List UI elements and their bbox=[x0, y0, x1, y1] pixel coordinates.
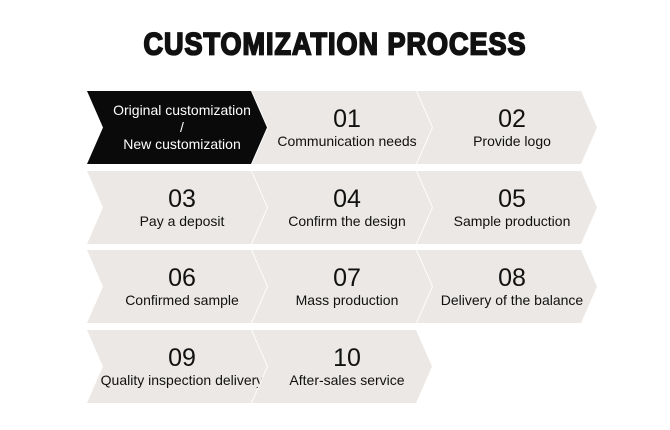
step-number: 02 bbox=[498, 104, 526, 133]
step-label: Sample production bbox=[453, 212, 571, 229]
step-number: 01 bbox=[333, 104, 361, 133]
step-number: 04 bbox=[333, 184, 361, 213]
step-label: Quality inspection delivery bbox=[100, 371, 264, 388]
step-label: Pay a deposit bbox=[139, 212, 225, 229]
step-number: 06 bbox=[168, 263, 196, 292]
start-line-2: / bbox=[180, 119, 184, 135]
start-line-3: New customization bbox=[123, 136, 241, 152]
step-number: 03 bbox=[168, 184, 196, 213]
step-label: Mass production bbox=[295, 291, 399, 308]
step-label: After-sales service bbox=[289, 371, 405, 388]
step-number: 07 bbox=[333, 263, 361, 292]
step-label: Confirmed sample bbox=[125, 291, 239, 308]
step-number: 05 bbox=[498, 184, 526, 213]
start-step: Original customization / New customizati… bbox=[87, 91, 267, 164]
step-label: Confirm the design bbox=[288, 212, 406, 229]
step-label: Communication needs bbox=[277, 132, 417, 149]
step-number: 09 bbox=[168, 343, 196, 372]
step-number: 08 bbox=[498, 263, 526, 292]
step-number: 10 bbox=[333, 343, 361, 372]
start-line-1: Original customization bbox=[113, 102, 251, 118]
step-label: Delivery of the balance bbox=[440, 291, 584, 308]
page-title: CUSTOMIZATION PROCESS bbox=[143, 26, 527, 62]
step-label: Provide logo bbox=[473, 132, 551, 149]
